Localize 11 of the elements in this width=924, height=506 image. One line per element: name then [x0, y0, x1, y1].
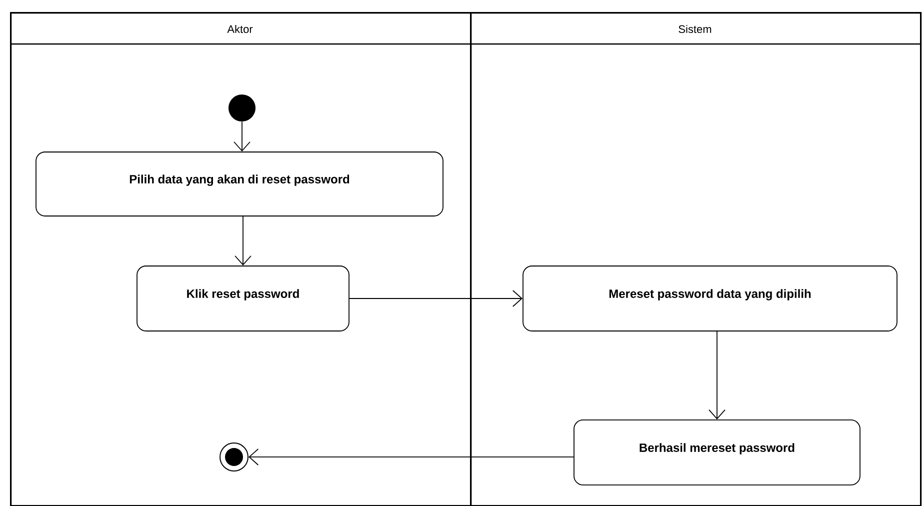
activity-box: Mereset password data yang dipilih: [522, 266, 898, 332]
arrow: [349, 290, 523, 307]
arrow: [234, 216, 252, 266]
activity-box: Pilih data yang akan di reset password: [36, 152, 444, 216]
start-node: [228, 94, 256, 122]
arrow: [708, 331, 726, 420]
end-node: [220, 442, 248, 472]
arrow: [234, 121, 250, 152]
activity-box: Klik reset password: [136, 266, 350, 332]
arrow: [248, 448, 574, 466]
activity-box: Berhasil mereset password: [574, 420, 860, 486]
